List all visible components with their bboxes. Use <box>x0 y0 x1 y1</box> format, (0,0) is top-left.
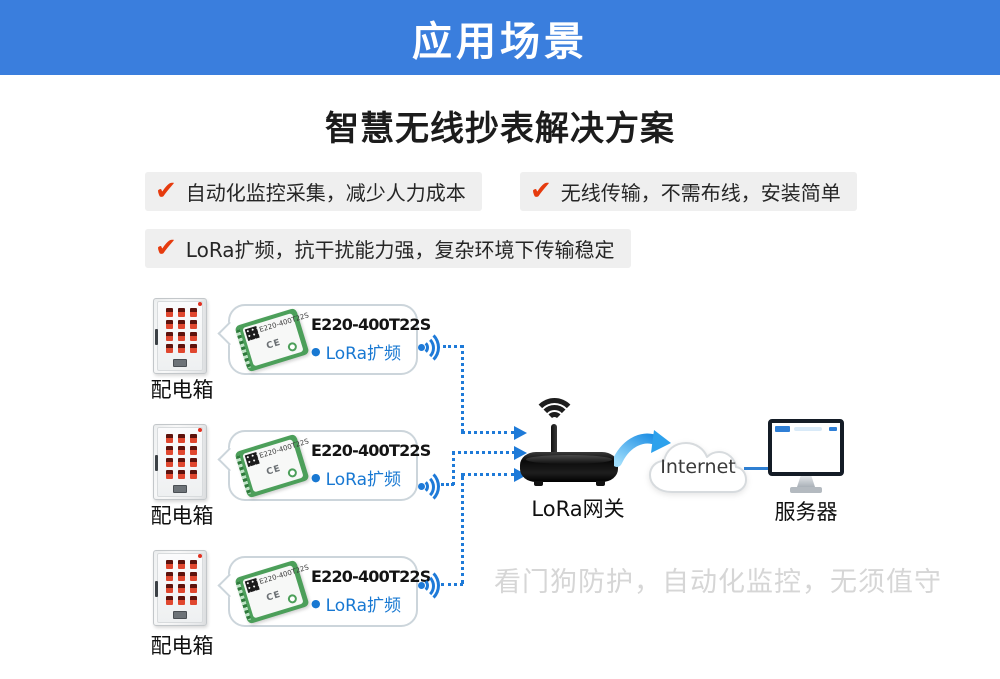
section-banner: 应用场景 <box>0 0 1000 75</box>
feature-text-2: 无线传输，不需布线，安装简单 <box>560 181 841 205</box>
module-sticker: E220-400T22S CE <box>242 311 310 366</box>
internet-cloud-icon <box>649 442 747 493</box>
module-info: E220-400T22S ● LoRa扩频 <box>311 567 431 616</box>
breaker-switches <box>166 434 198 479</box>
connector-line <box>452 451 515 454</box>
antenna-hole <box>286 592 299 604</box>
ce-mark: CE <box>265 589 283 604</box>
module-sticker: E220-400T22S CE <box>242 437 310 492</box>
cabinet-plate <box>173 611 187 619</box>
check-icon: ✔ <box>155 175 177 206</box>
gateway-label: LoRa网关 <box>531 497 625 521</box>
cabinet-indicator <box>198 302 202 306</box>
module-callout-3: E220-400T22S CE E220-400T22S ● LoRa扩频 <box>228 556 431 627</box>
screen-logo <box>775 426 790 432</box>
cabinet-handle <box>155 581 158 597</box>
cabinet-handle <box>155 455 158 471</box>
solution-title: 智慧无线抄表解决方案 <box>325 109 675 149</box>
banner-title: 应用场景 <box>412 18 588 65</box>
arrowhead-icon <box>514 426 527 440</box>
cabinet-handle <box>155 329 158 345</box>
module-model-3: E220-400T22S <box>311 567 431 586</box>
module-feature-text-3: LoRa扩频 <box>325 596 402 616</box>
module-sticker-model: E220-400T22S <box>258 436 310 460</box>
server-monitor-image <box>768 419 844 476</box>
device-label-2: 配电箱 <box>150 504 214 528</box>
cabinet-indicator <box>198 428 202 432</box>
feature-pill-3: ✔ LoRa扩频，抗干扰能力强，复杂环境下传输稳定 <box>145 229 631 268</box>
breaker-switches <box>166 308 198 353</box>
lora-module-image: E220-400T22S CE <box>234 559 310 624</box>
module-model-1: E220-400T22S <box>311 315 431 334</box>
device-label-1: 配电箱 <box>150 378 214 402</box>
module-info: E220-400T22S ● LoRa扩频 <box>311 441 431 490</box>
bullet-icon: ● <box>311 597 321 610</box>
cabinet-indicator <box>198 554 202 558</box>
distribution-box-icon-3 <box>153 550 207 626</box>
distribution-box-icon-1 <box>153 298 207 374</box>
connector-line <box>461 476 464 584</box>
module-sticker-model: E220-400T22S <box>258 310 310 334</box>
connector-line <box>461 345 464 432</box>
device-label-3: 配电箱 <box>150 634 214 658</box>
feature-text-3: LoRa扩频，抗干扰能力强，复杂环境下传输稳定 <box>185 238 615 262</box>
connector-line <box>443 345 463 348</box>
check-icon: ✔ <box>155 232 177 263</box>
distribution-box-icon-2 <box>153 424 207 500</box>
connector-line <box>441 583 463 586</box>
module-sticker: E220-400T22S CE <box>242 563 310 618</box>
watermark-slogan: 看门狗防护，自动化监控，无须值守 <box>494 567 942 598</box>
gateway-antenna <box>551 424 557 457</box>
network-line <box>744 467 770 470</box>
feature-pill-1: ✔ 自动化监控采集，减少人力成本 <box>145 172 482 211</box>
antenna-hole <box>286 340 299 352</box>
connector-line <box>452 452 455 485</box>
server-label: 服务器 <box>774 500 838 524</box>
antenna-hole <box>286 466 299 478</box>
bullet-icon: ● <box>311 345 321 358</box>
module-feature-2: ● LoRa扩频 <box>311 465 430 490</box>
module-sticker-model: E220-400T22S <box>258 562 310 586</box>
gateway-foot <box>534 481 543 486</box>
gateway-signal-icon <box>532 398 577 443</box>
wifi-signal-icon-2 <box>418 468 448 505</box>
ce-mark: CE <box>265 337 283 352</box>
feature-text-1: 自动化监控采集，减少人力成本 <box>185 181 466 205</box>
module-feature-text-1: LoRa扩频 <box>325 344 402 364</box>
connector-line <box>441 483 454 486</box>
module-feature-1: ● LoRa扩频 <box>311 339 430 364</box>
module-model-2: E220-400T22S <box>311 441 431 460</box>
breaker-switches <box>166 560 198 605</box>
screen-toolbar <box>794 427 822 431</box>
cloud-label: Internet <box>660 456 736 478</box>
module-info: E220-400T22S ● LoRa扩频 <box>311 315 431 364</box>
screen-button <box>829 427 837 431</box>
lora-module-image: E220-400T22S CE <box>234 433 310 498</box>
monitor-base <box>790 487 822 493</box>
connector-line <box>461 431 515 434</box>
gateway-foot <box>596 481 605 486</box>
qr-code-icon <box>244 451 260 467</box>
module-callout-1: E220-400T22S CE E220-400T22S ● LoRa扩频 <box>228 304 431 375</box>
bullet-icon: ● <box>311 471 321 484</box>
cabinet-plate <box>173 485 187 493</box>
uplink-arrow-icon <box>614 430 671 467</box>
connector-line <box>461 473 515 476</box>
cabinet-plate <box>173 359 187 367</box>
gateway-router-image <box>520 452 618 482</box>
wifi-signal-icon-3 <box>418 567 448 604</box>
module-feature-text-2: LoRa扩频 <box>325 470 402 490</box>
module-feature-3: ● LoRa扩频 <box>311 591 430 616</box>
qr-code-icon <box>244 577 260 593</box>
module-callout-2: E220-400T22S CE E220-400T22S ● LoRa扩频 <box>228 430 431 501</box>
check-icon: ✔ <box>530 175 552 206</box>
qr-code-icon <box>244 325 260 341</box>
ce-mark: CE <box>265 463 283 478</box>
monitor-stand <box>797 476 815 487</box>
feature-pill-2: ✔ 无线传输，不需布线，安装简单 <box>520 172 857 211</box>
wifi-signal-icon-1 <box>418 329 448 366</box>
lora-module-image: E220-400T22S CE <box>234 307 310 372</box>
